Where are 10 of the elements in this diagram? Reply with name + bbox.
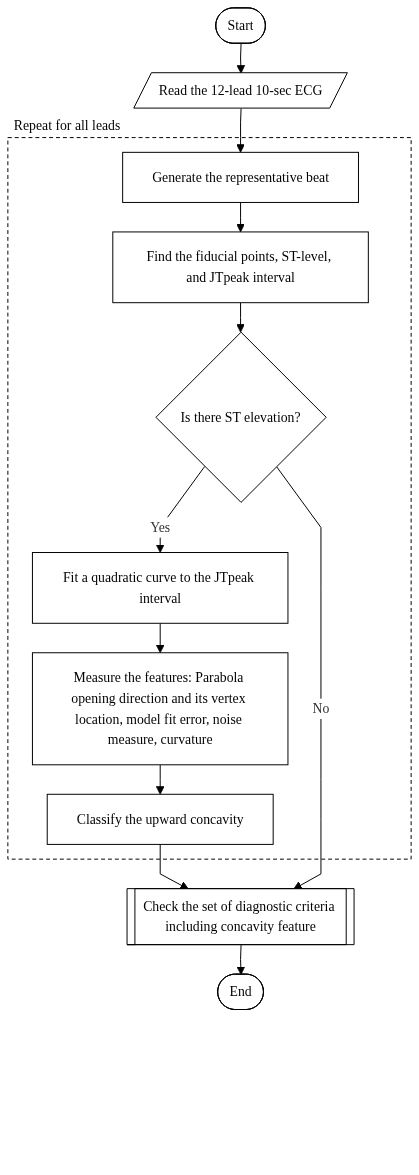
node-box: Find the fiducial points, ST-level, and JTpeak interval	[112, 231, 369, 304]
node-box: Classify the upward concavity	[46, 793, 274, 845]
cluster	[7, 137, 412, 860]
node-label: Repeat for all leads	[13, 117, 121, 133]
node-box: Generate the representative beat	[122, 151, 359, 203]
node-box: Fit a quadratic curve to the JTpeak interval	[31, 552, 289, 624]
node-diamond: Is there ST elevation?	[155, 331, 327, 503]
edge-label: Yes	[150, 520, 171, 535]
edge-label: No	[312, 701, 330, 717]
node-box: Measure the features: Parabola opening direction and its vertex location, model fit error, noise measure, curvature	[31, 652, 289, 766]
